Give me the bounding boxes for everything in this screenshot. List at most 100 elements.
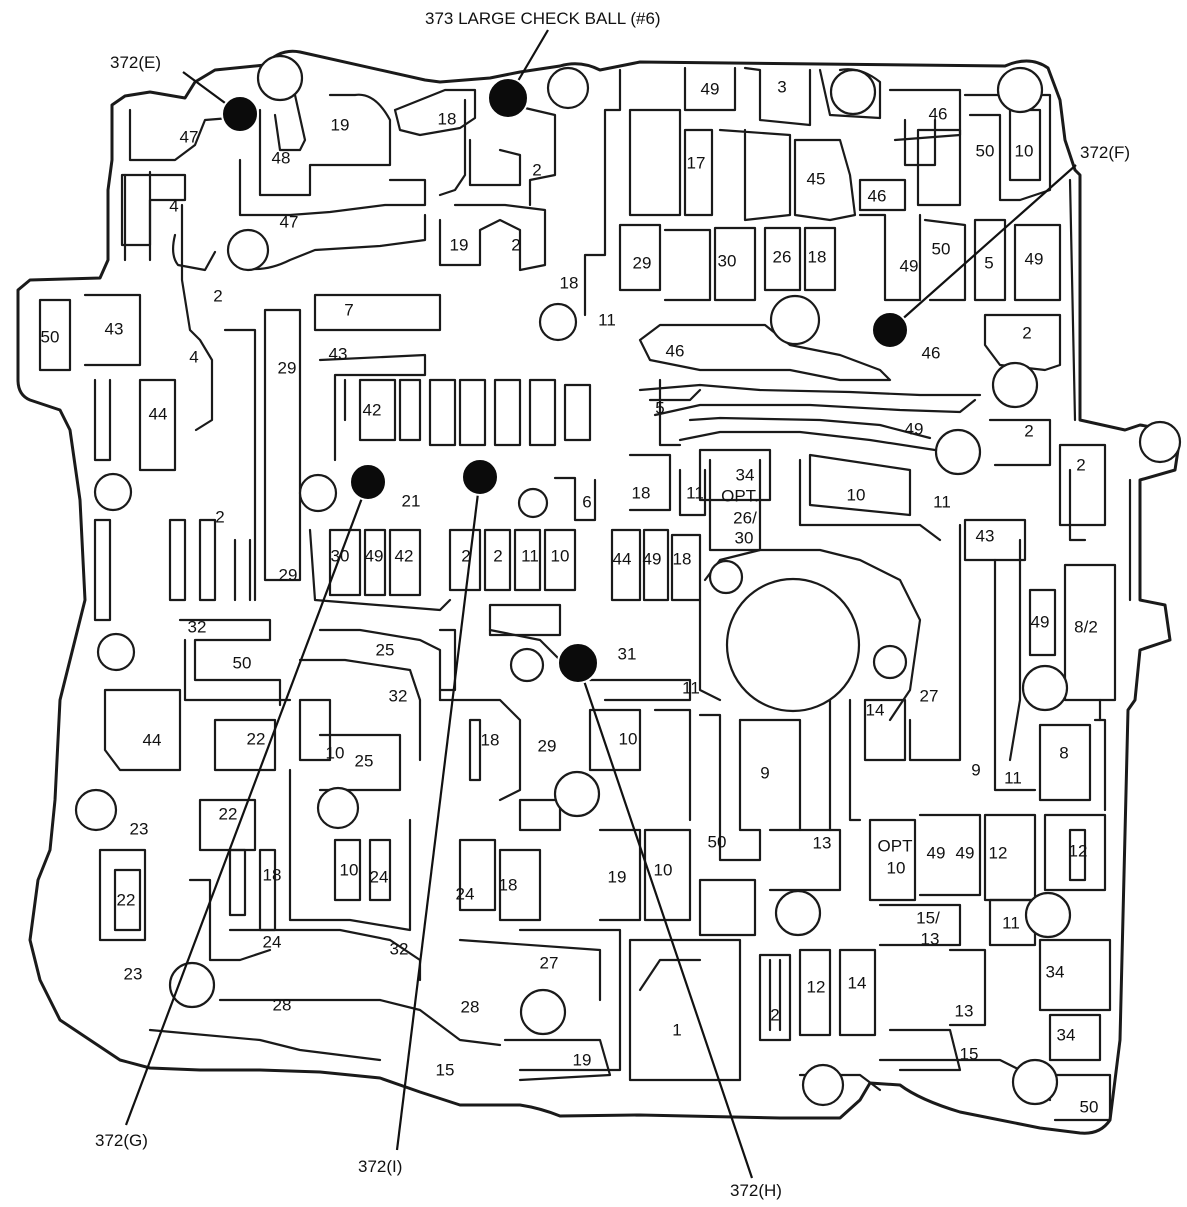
passage-label: 32: [389, 686, 408, 705]
passage-label: 14: [848, 973, 867, 992]
passage-label: 26/: [733, 508, 757, 527]
passage-label: 17: [687, 153, 706, 172]
passage-label: 6: [582, 492, 591, 511]
passage-label: 11: [682, 678, 700, 697]
passage-label: 11: [1004, 768, 1022, 787]
port-hole: [1021, 664, 1069, 712]
port-hole: [519, 988, 567, 1036]
passage-label: 28: [273, 995, 292, 1014]
passage-label: 44: [149, 404, 168, 423]
passage-label: 2: [461, 546, 470, 565]
port-hole: [829, 68, 877, 116]
port-hole: [708, 559, 744, 595]
callout-372h: 372(H): [730, 1181, 782, 1200]
port-hole: [517, 487, 549, 519]
port-hole: [1011, 1058, 1059, 1106]
passage-label: 2: [511, 235, 520, 254]
passage-label: 5: [984, 253, 993, 272]
passage-label: 34: [1046, 962, 1065, 981]
passage-label: 24: [370, 867, 389, 886]
passage-label: 13: [813, 833, 832, 852]
passage-label: 29: [633, 253, 652, 272]
passage-label: 26: [773, 247, 792, 266]
port-hole: [996, 66, 1044, 114]
port-hole: [298, 473, 338, 513]
passage-label: 43: [329, 344, 348, 363]
passage-label: 12: [989, 843, 1008, 862]
leader-line-372g: [124, 481, 370, 1126]
passage-label: 9: [760, 763, 769, 782]
passage-label: 49: [1025, 249, 1044, 268]
passage-label: 46: [922, 343, 941, 362]
passage-label: 4: [169, 196, 178, 215]
leader-line-372h: [576, 662, 754, 1179]
passage-label: 2: [213, 286, 222, 305]
passage-label: 11: [1002, 913, 1020, 932]
passage-label: 10: [1015, 141, 1034, 160]
passage-label: 15: [960, 1044, 979, 1063]
port-hole: [168, 961, 216, 1009]
passage-label: 10: [887, 858, 906, 877]
passage-label: 18: [499, 875, 518, 894]
ports: [74, 54, 1182, 1107]
check-balls: [221, 77, 909, 684]
leader-lines: [124, 29, 1077, 1179]
callout-372e: 372(E): [110, 53, 161, 72]
passage-label: 18: [632, 483, 651, 502]
passage-label: 24: [263, 932, 282, 951]
passage-label: 2: [770, 1005, 779, 1024]
passage-label: 34: [1057, 1025, 1076, 1044]
passage-label: 12: [807, 977, 826, 996]
passage-label: 43: [105, 319, 124, 338]
passage-label: 10: [847, 485, 866, 504]
passage-label: 3: [777, 77, 786, 96]
passage-label: 4: [189, 347, 198, 366]
passage-label: 2: [215, 507, 224, 526]
passage-label: 49: [365, 546, 384, 565]
port-hole: [74, 788, 118, 832]
passage-label: 19: [573, 1050, 592, 1069]
passage-label: 49: [956, 843, 975, 862]
passage-label: 50: [1080, 1097, 1099, 1116]
port-hole: [256, 54, 304, 102]
check-ball-372h: [557, 642, 599, 684]
valve-body-outline: [16, 49, 1180, 1135]
passage-label: 2: [1024, 421, 1033, 440]
passage-label: 50: [976, 141, 995, 160]
passage-label: 29: [278, 358, 297, 377]
passage-label: 11: [686, 483, 704, 502]
check-ball-373: [487, 77, 529, 119]
passage-label: 14: [866, 700, 885, 719]
passage-label: 15: [436, 1060, 455, 1079]
passage-label: 46: [929, 104, 948, 123]
passage-label: 42: [363, 400, 382, 419]
passage-label: 18: [673, 549, 692, 568]
passage-label: 18: [808, 247, 827, 266]
passage-label: 22: [247, 729, 266, 748]
passage-label: OPT: [878, 836, 913, 855]
passage-label: 24: [456, 884, 475, 903]
passage-label: 49: [927, 843, 946, 862]
passage-label: 19: [608, 867, 627, 886]
port-hole: [1138, 420, 1182, 464]
passage-label: 13: [921, 929, 940, 948]
passage-label: 18: [263, 865, 282, 884]
callout-labels: 373 LARGE CHECK BALL (#6) 372(E) 372(F) …: [95, 9, 1130, 1200]
passage-label: 13: [955, 1001, 974, 1020]
passage-label: 10: [551, 546, 570, 565]
passage-label: 19: [331, 115, 350, 134]
passage-label: 7: [344, 300, 353, 319]
passage-label: 23: [130, 819, 149, 838]
passage-label: 10: [654, 860, 673, 879]
check-ball-372g: [349, 463, 387, 501]
passage-label: 8: [1059, 743, 1068, 762]
passage-label: 49: [905, 419, 924, 438]
passage-label: 21: [402, 491, 421, 510]
check-ball-372f: [871, 311, 909, 349]
check-ball-372e: [221, 95, 259, 133]
passage-label: 30: [718, 251, 737, 270]
passage-label: 32: [390, 939, 409, 958]
passage-label: 30: [331, 546, 350, 565]
